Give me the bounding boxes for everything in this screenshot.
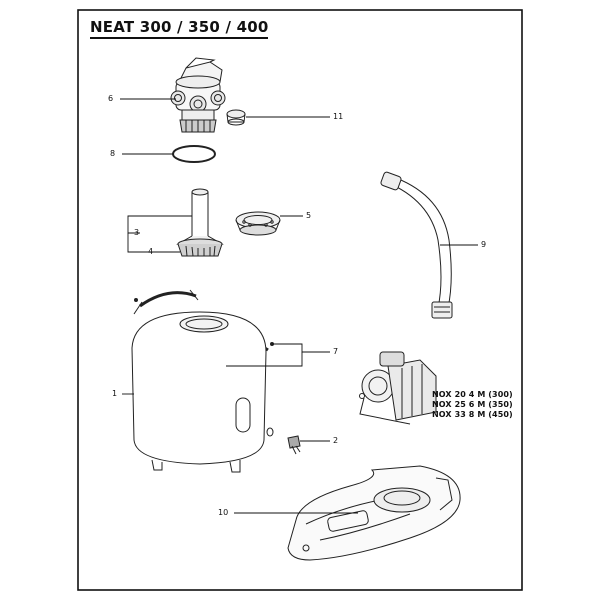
standpipe-part [176, 188, 224, 257]
diffuser-part [235, 211, 281, 236]
callout-9: 9 [481, 240, 487, 249]
filter-tank-part [131, 311, 274, 473]
callout-4: 4 [148, 247, 154, 256]
callout-1: 1 [112, 389, 118, 398]
callout-2: 2 [333, 436, 339, 445]
callout-6: 6 [108, 94, 114, 103]
callout-10: 10 [218, 508, 229, 517]
callout-7: 7 [333, 347, 339, 356]
pump-model-2: NOX 25 6 M (350) [432, 400, 513, 409]
multiport-valve-part [170, 57, 226, 133]
callout-8: 8 [110, 149, 116, 158]
filter-base-part [287, 465, 461, 561]
callout-5: 5 [306, 211, 312, 220]
diagram-title: NEAT 300 / 350 / 400 [90, 18, 269, 39]
diagram-border [77, 9, 523, 591]
drain-plug-part [287, 435, 301, 455]
pump-model-1: NOX 20 4 M (300) [432, 390, 513, 399]
leader-lines [120, 98, 478, 514]
hose-part [380, 171, 453, 319]
pump-part [359, 351, 437, 425]
o-ring-part [172, 145, 216, 163]
callout-3: 3 [134, 228, 140, 237]
sight-glass-cap-part [226, 109, 246, 126]
callout-11: 11 [333, 112, 344, 121]
pump-model-3: NOX 33 8 M (450) [432, 410, 513, 419]
